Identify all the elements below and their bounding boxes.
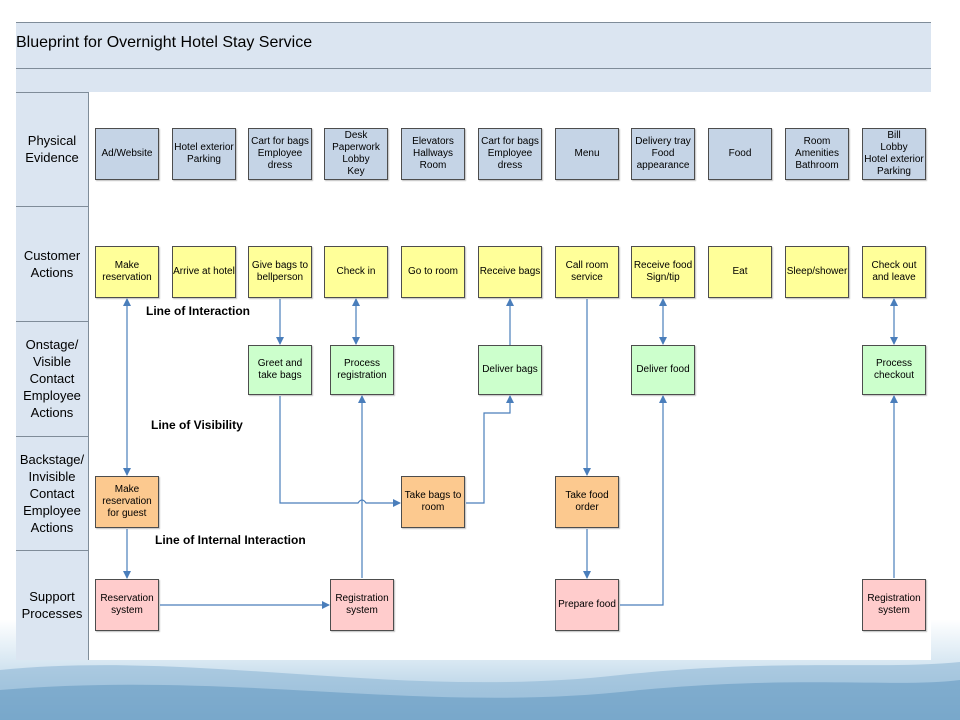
lane-backstage: Backstage/ Invisible Contact Employee Ac… bbox=[19, 451, 85, 535]
divider bbox=[16, 22, 931, 23]
support-process-box: Prepare food bbox=[555, 579, 619, 631]
service-blueprint: Blueprint for Overnight Hotel Stay Servi… bbox=[16, 22, 931, 660]
customer-action-box: Make reservation bbox=[95, 246, 159, 298]
physical-evidence-box: Desk Paperwork Lobby Key bbox=[324, 128, 388, 180]
physical-evidence-box: Elevators Hallways Room bbox=[401, 128, 465, 180]
customer-action-box: Receive bags bbox=[478, 246, 542, 298]
physical-evidence-box: Bill Lobby Hotel exterior Parking bbox=[862, 128, 926, 180]
physical-evidence-box: Food bbox=[708, 128, 772, 180]
lane-support-processes: Support Processes bbox=[21, 589, 83, 621]
decorative-wave bbox=[0, 662, 960, 720]
backstage-action-box: Take food order bbox=[555, 476, 619, 528]
onstage-action-box: Deliver bags bbox=[478, 345, 542, 395]
onstage-action-box: Greet and take bags bbox=[248, 345, 312, 395]
support-process-box: Registration system bbox=[862, 579, 926, 631]
customer-action-box: Go to room bbox=[401, 246, 465, 298]
lane-customer-actions: Customer Actions bbox=[23, 247, 81, 280]
lane-physical-evidence: Physical Evidence bbox=[25, 133, 79, 165]
line-of-visibility-label: Line of Visibility bbox=[151, 418, 243, 432]
divider bbox=[88, 92, 89, 660]
backstage-action-box: Make reservation for guest bbox=[95, 476, 159, 528]
customer-action-box: Sleep/shower bbox=[785, 246, 849, 298]
onstage-action-box: Deliver food bbox=[631, 345, 695, 395]
page-title: Blueprint for Overnight Hotel Stay Servi… bbox=[16, 34, 313, 51]
physical-evidence-box: Room Amenities Bathroom bbox=[785, 128, 849, 180]
onstage-action-box: Process checkout bbox=[862, 345, 926, 395]
customer-action-box: Receive food Sign/tip bbox=[631, 246, 695, 298]
customer-action-box: Arrive at hotel bbox=[172, 246, 236, 298]
support-process-box: Registration system bbox=[330, 579, 394, 631]
backstage-action-box: Take bags to room bbox=[401, 476, 465, 528]
divider bbox=[16, 68, 931, 69]
customer-action-box: Give bags to bellperson bbox=[248, 246, 312, 298]
customer-action-box: Eat bbox=[708, 246, 772, 298]
lane-onstage: Onstage/ Visible Contact Employee Action… bbox=[23, 337, 81, 420]
physical-evidence-box: Menu bbox=[555, 128, 619, 180]
customer-action-box: Call room service bbox=[555, 246, 619, 298]
line-of-interaction-label: Line of Interaction bbox=[146, 304, 251, 318]
physical-evidence-box: Cart for bags Employee dress bbox=[248, 128, 312, 180]
onstage-action-box: Process registration bbox=[330, 345, 394, 395]
customer-action-box: Check out and leave bbox=[862, 246, 926, 298]
physical-evidence-box: Cart for bags Employee dress bbox=[478, 128, 542, 180]
physical-evidence-box: Delivery tray Food appearance bbox=[631, 128, 695, 180]
customer-action-box: Check in bbox=[324, 246, 388, 298]
support-process-box: Reservation system bbox=[95, 579, 159, 631]
physical-evidence-box: Hotel exterior Parking bbox=[172, 128, 236, 180]
physical-evidence-box: Ad/Website bbox=[95, 128, 159, 180]
line-of-internal-interaction-label: Line of Internal Interaction bbox=[155, 533, 306, 547]
